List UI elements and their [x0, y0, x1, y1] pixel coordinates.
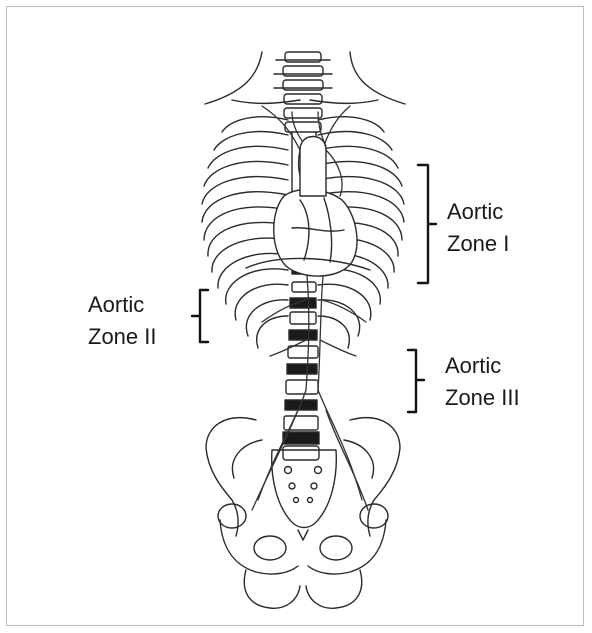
zone-iii-label: Aortic Zone III	[445, 350, 520, 414]
zone-i-bracket	[418, 165, 436, 283]
neck-outline	[205, 52, 262, 104]
zone-i-label-line2: Zone I	[447, 228, 509, 260]
zone-ii-bracket	[192, 290, 208, 342]
zone-ii-label-line2: Zone II	[88, 321, 156, 353]
zone-iii-label-line2: Zone III	[445, 382, 520, 414]
zone-iii-label-line1: Aortic	[445, 350, 520, 382]
aortic-arch	[300, 137, 326, 197]
zone-i-label-line1: Aortic	[447, 196, 509, 228]
zone-ii-label-line1: Aortic	[88, 289, 156, 321]
zone-iii-bracket	[408, 350, 424, 412]
clavicle	[232, 100, 300, 103]
zone-ii-label: Aortic Zone II	[88, 289, 156, 353]
zone-i-label: Aortic Zone I	[447, 196, 509, 260]
clavicle	[310, 100, 378, 103]
neck-outline	[350, 52, 405, 104]
